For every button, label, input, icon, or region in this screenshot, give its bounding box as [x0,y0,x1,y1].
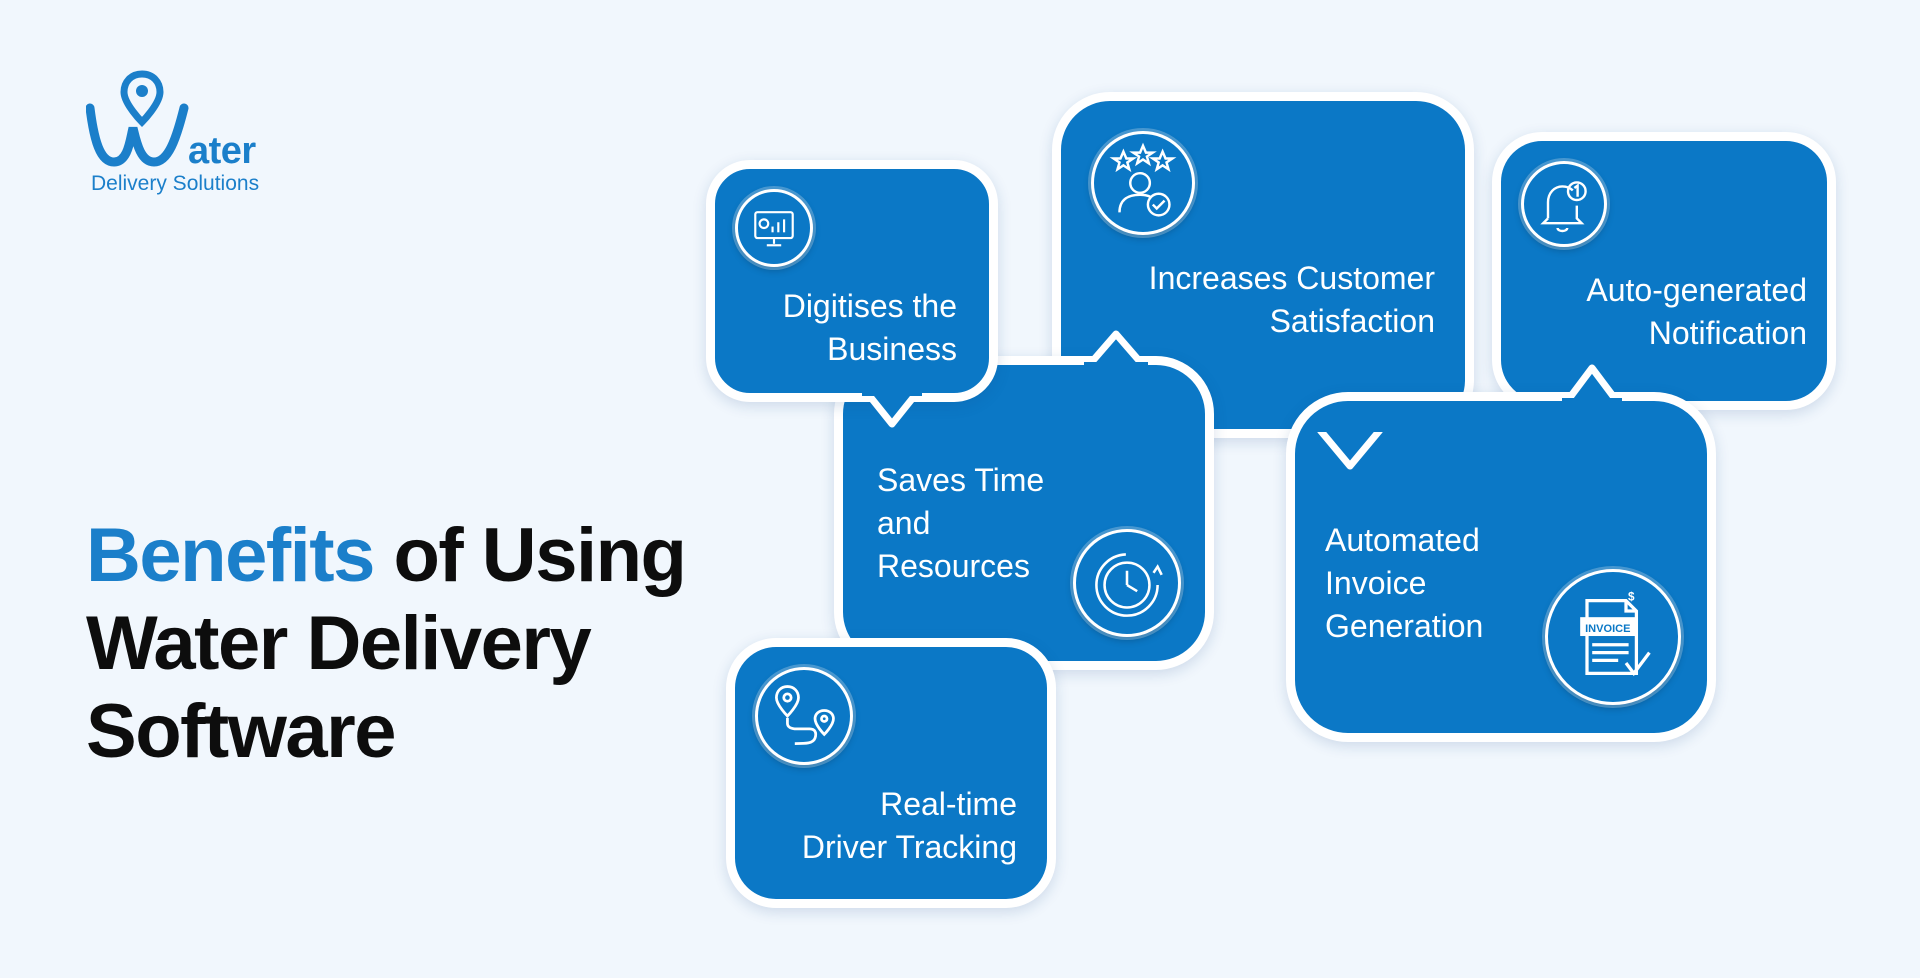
title-line-1-rest: of Using [373,513,686,598]
benefit-label-invoice: Automated Invoice Generation [1325,522,1484,644]
benefit-label-driver-tracking: Real-time Driver Tracking [801,786,1017,865]
benefit-label-digitises: Digitises the Business [782,288,957,367]
benefit-label-saves-time: Saves Time and Resources [877,462,1045,584]
customer-rating-icon [1091,131,1195,235]
notification-bell-icon [1521,161,1607,247]
title-accent-word: Benefits [86,513,375,598]
stopwatch-icon [1073,529,1181,637]
benefit-card-digitises: Digitises the Business [706,160,998,402]
title-line-2: Water Delivery [86,601,592,686]
benefit-card-driver-tracking: Real-time Driver Tracking [726,638,1056,908]
location-pin-w-icon [86,70,189,167]
svg-text:$: $ [1628,591,1635,604]
title-line-1: Benefits of Using [86,512,726,600]
benefit-label-notification: Auto-generated Notification [1586,272,1807,351]
logo-wordmark: ater [188,130,256,172]
route-pin-icon [755,667,853,765]
benefit-card-invoice: INVOICE $ Automated Invoice Generation [1286,392,1716,742]
invoice-icon-text: INVOICE [1585,623,1630,635]
logo-subtitle: Delivery Solutions [91,172,260,195]
title-line-3: Software [86,689,396,774]
invoice-icon: INVOICE $ [1545,569,1681,705]
benefit-label-customer-satisfaction: Increases Customer Satisfaction [1148,260,1435,339]
analytics-monitor-icon [735,189,813,267]
benefit-card-saves-time: Saves Time and Resources [834,356,1214,670]
brand-logo: ater Delivery Solutions [86,70,286,200]
page-title: Benefits of Using Water Delivery Softwar… [86,512,726,776]
benefit-card-notification: Auto-generated Notification [1492,132,1836,410]
